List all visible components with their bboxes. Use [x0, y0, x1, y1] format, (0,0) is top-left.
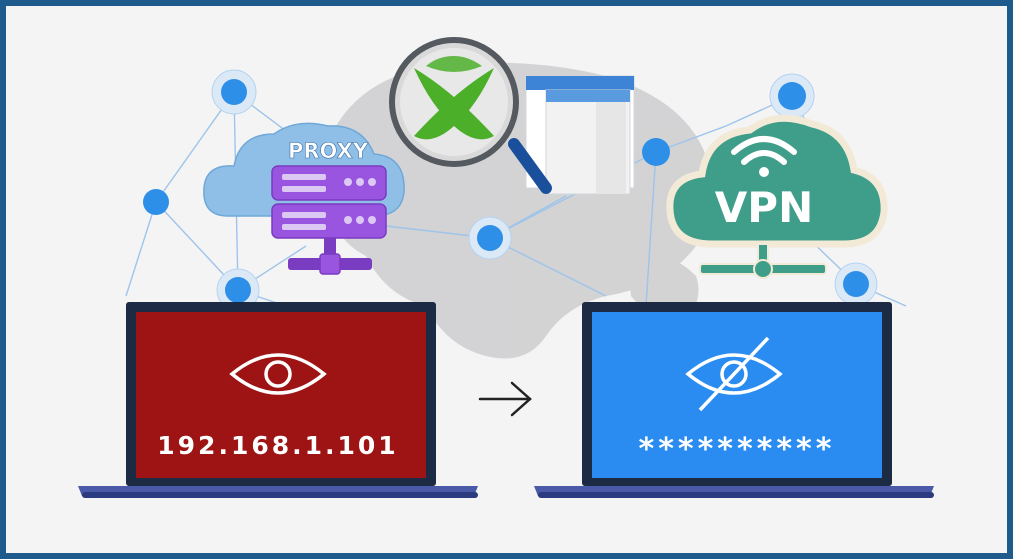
eye-slash-icon: [685, 336, 783, 412]
ip-address-text: 192.168.1.101: [157, 431, 398, 460]
screen-hidden: [592, 312, 882, 478]
network-node: [221, 79, 247, 105]
laptop-hidden: [534, 302, 934, 498]
network-node: [477, 225, 503, 251]
arrow-right-icon: [478, 381, 532, 417]
network-node: [778, 82, 806, 110]
proxy-vs-vpn-diagram: PROXY VPN 192.168.1.101: [78, 37, 934, 498]
proxy-label: PROXY: [288, 139, 369, 163]
xbox-logo-magnifier-icon: [389, 37, 552, 194]
vpn-cloud-icon: [666, 114, 888, 248]
proxy-server-icon: [271, 165, 387, 275]
masked-ip-text: **********: [639, 432, 836, 467]
vpn-network-stand: [699, 243, 827, 279]
network-node: [225, 277, 251, 303]
screen-exposed: [136, 312, 426, 478]
network-nodes: [143, 69, 878, 312]
eye-icon: [229, 353, 327, 395]
network-node: [642, 138, 670, 166]
vpn-label: VPN: [715, 183, 813, 232]
laptop-exposed: [78, 302, 478, 498]
browser-windows-icon: [525, 75, 635, 195]
network-node: [143, 189, 169, 215]
network-node: [843, 271, 869, 297]
wifi-icon: [731, 136, 797, 177]
